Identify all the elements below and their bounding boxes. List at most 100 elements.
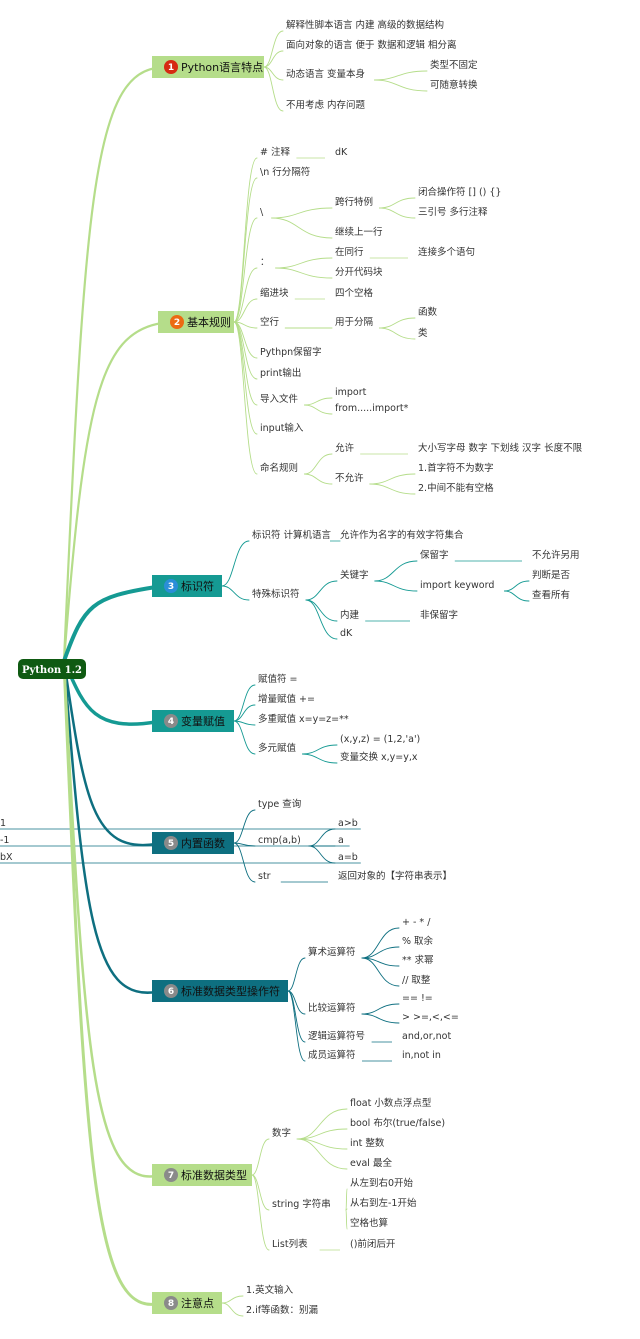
branch-2-item-3-1-2-label[interactable]: 三引号 多行注释 <box>418 206 488 218</box>
branch-3-item-2-1-2-1-label[interactable]: 判断是否 <box>532 569 571 581</box>
branch-2-item-9-1-label[interactable]: import <box>335 387 367 398</box>
branch-3-item-2-1-1-label[interactable]: 保留字 <box>420 549 449 561</box>
branch-4-item-4-1-label[interactable]: (x,y,z) = (1,2,'a') <box>340 734 420 745</box>
branch-2-item-11-2-2-label[interactable]: 2.中间不能有空格 <box>418 482 494 494</box>
branch-6-item-2-1-label[interactable]: == != <box>402 993 433 1004</box>
branch-5-item-2-2-label[interactable]: a <box>338 835 344 846</box>
branch-5-item-2-3-label[interactable]: a=b <box>338 852 358 863</box>
branch-3-main-connector <box>62 585 158 663</box>
branch-2-item-9-2-label[interactable]: from.....import* <box>335 403 409 414</box>
branch-6-item-1-1-label[interactable]: + - * / <box>402 917 431 928</box>
branch-3-item-2-1-label[interactable]: 关键字 <box>340 569 369 581</box>
branch-2-item-9-label[interactable]: 导入文件 <box>260 393 299 405</box>
branch-7-item-1-4-label[interactable]: eval 最全 <box>350 1157 392 1169</box>
branch-1-item-2-label[interactable]: 面向对象的语言 便于 数据和逻辑 相分离 <box>286 39 457 51</box>
branch-6-item-4-1-label[interactable]: in,not in <box>402 1050 441 1061</box>
branch-2-item-2-label[interactable]: \n 行分隔符 <box>260 166 310 178</box>
branch-5-item-2-1-1-label[interactable]: 1 <box>0 818 6 829</box>
branch-2-item-6-1-label[interactable]: 用于分隔 <box>335 317 374 328</box>
branch-7-item-1-2-label[interactable]: bool 布尔(true/false) <box>350 1117 445 1129</box>
branch-7-item-2-3-label[interactable]: 空格也算 <box>350 1217 388 1229</box>
branch-3-item-1-label[interactable]: 标识符 计算机语言 <box>252 529 332 541</box>
branch-7-box[interactable] <box>152 1164 252 1186</box>
branch-3-number-badge <box>164 579 178 593</box>
branch-1-item-3-label[interactable]: 动态语言 变量本身 <box>286 68 365 80</box>
branch-7-item-2-2-label[interactable]: 从右到左-1开始 <box>350 1197 417 1209</box>
branch-3-item-2-2-1-label[interactable]: 非保留字 <box>420 609 458 621</box>
branch-2-item-10-label[interactable]: input输入 <box>260 422 304 434</box>
branch-6-item-2-label[interactable]: 比较运算符 <box>308 1002 356 1014</box>
branch-2-item-4-label[interactable]: ： <box>260 257 270 268</box>
branch-1-item-3-1-label[interactable]: 类型不固定 <box>430 59 478 71</box>
branch-2-item-11-2-label[interactable]: 不允许 <box>335 472 364 484</box>
branch-7-item-1-1-label[interactable]: float 小数点浮点型 <box>350 1097 432 1109</box>
branch-7-item-3-1-label[interactable]: ()前闭后开 <box>350 1238 396 1250</box>
branch-2-item-8-label[interactable]: print输出 <box>260 367 301 379</box>
branch-4-item-3-label[interactable]: 多重赋值 x=y=z=** <box>258 713 349 725</box>
branch-2-item-4-1-1-label[interactable]: 连接多个语句 <box>418 246 475 258</box>
branch-5-item-1-label[interactable]: type 查询 <box>258 798 301 810</box>
branch-2-item-11-1-1-label[interactable]: 大小写字母 数字 下划线 汉字 长度不限 <box>418 442 583 454</box>
branch-5-item-2-label[interactable]: cmp(a,b) <box>258 835 301 846</box>
branch-6-item-3-label[interactable]: 逻辑运算符号 <box>308 1030 365 1042</box>
branch-1-item-3-2-label[interactable]: 可随意转换 <box>430 79 478 91</box>
branch-6-item-4-label[interactable]: 成员运算符 <box>308 1049 356 1061</box>
branch-6-box[interactable] <box>152 980 288 1002</box>
branch-2-item-11-2-1-label[interactable]: 1.首字符不为数字 <box>418 462 494 474</box>
branch-2-item-6-1-1-label[interactable]: 函数 <box>418 306 438 318</box>
branch-3-item-2-label[interactable]: 特殊标识符 <box>252 588 300 600</box>
branch-6-item-2-2-label[interactable]: > >=,<,<= <box>402 1012 459 1023</box>
branch-1-item-1-label[interactable]: 解释性脚本语言 内建 高级的数据结构 <box>286 19 444 31</box>
root-node-box[interactable] <box>18 659 86 679</box>
branch-4-item-2-connector <box>233 704 256 722</box>
branch-4-number-badge <box>164 714 178 728</box>
branch-3-item-2-2-label[interactable]: 内建 <box>340 609 360 621</box>
branch-4-item-4-2-label[interactable]: 变量交换 x,y=y,x <box>340 751 418 763</box>
branch-4-item-4-label[interactable]: 多元赋值 <box>258 742 297 754</box>
branch-2-item-3-1-1-label[interactable]: 闭合操作符 [] () {} <box>418 186 501 198</box>
branch-2-item-6-1-2-label[interactable]: 类 <box>418 327 428 339</box>
branch-2-item-3-2-label[interactable]: 继续上一行 <box>335 226 383 238</box>
branch-7-item-3-label[interactable]: List列表 <box>272 1238 308 1250</box>
branch-8-number-badge <box>164 1296 178 1310</box>
branch-2-item-6-label[interactable]: 空行 <box>260 316 280 328</box>
branch-3-item-2-1-1-1-label[interactable]: 不允许另用 <box>532 549 580 561</box>
branch-6-item-1-4-label[interactable]: // 取整 <box>402 974 431 986</box>
branch-3-item-2-3-label[interactable]: dK <box>340 628 353 639</box>
branch-2-item-3-1-label[interactable]: 跨行特例 <box>335 196 373 208</box>
branch-3-item-2-1-2-label[interactable]: import keyword <box>420 580 494 591</box>
branch-2-item-7-label[interactable]: Pythpn保留字 <box>260 346 322 358</box>
branch-2-item-4-2-label[interactable]: 分开代码块 <box>335 266 383 278</box>
branch-2-item-3-label[interactable]: \ <box>260 207 264 218</box>
branch-5-item-2-3-1-label[interactable]: bX <box>0 852 13 863</box>
branch-2-item-1-1-label[interactable]: dK <box>335 147 348 158</box>
branch-6-item-1-3-label[interactable]: ** 求幂 <box>402 954 434 966</box>
branch-8-item-1-label[interactable]: 1.英文输入 <box>246 1284 294 1296</box>
branch-1-box[interactable] <box>152 56 264 78</box>
branch-7-item-1-3-label[interactable]: int 整数 <box>350 1137 385 1149</box>
branch-3-item-2-1-2-2-label[interactable]: 查看所有 <box>532 589 570 601</box>
branch-7-item-2-label[interactable]: string 字符串 <box>272 1198 331 1210</box>
branch-2-item-5-1-label[interactable]: 四个空格 <box>335 287 374 299</box>
branch-5-item-2-1-label[interactable]: a>b <box>338 818 358 829</box>
branch-5-item-2-2-1-label[interactable]: -1 <box>0 835 9 846</box>
branch-1-item-4-label[interactable]: 不用考虑 内存问题 <box>286 99 366 111</box>
branch-2-item-4-1-label[interactable]: 在同行 <box>335 246 364 258</box>
branch-3-item-1-1-label[interactable]: 允许作为名字的有效字符集合 <box>340 529 464 541</box>
branch-6-item-1-label[interactable]: 算术运算符 <box>308 946 356 958</box>
branch-3-item-2-3-connector <box>305 599 338 640</box>
branch-4-item-2-label[interactable]: 增量赋值 += <box>258 693 315 705</box>
branch-6-item-3-1-label[interactable]: and,or,not <box>402 1031 451 1042</box>
branch-5-item-3-label[interactable]: str <box>258 871 271 882</box>
branch-8-item-2-label[interactable]: 2.if等函数：别漏 <box>246 1304 318 1316</box>
branch-2-item-11-1-label[interactable]: 允许 <box>335 442 355 454</box>
branch-5-item-2-3-connector <box>308 845 336 864</box>
branch-4-item-1-label[interactable]: 赋值符 = <box>258 673 297 685</box>
branch-6-item-1-2-label[interactable]: % 取余 <box>402 935 434 947</box>
branch-7-item-2-1-label[interactable]: 从左到右0开始 <box>350 1177 414 1189</box>
branch-7-item-1-label[interactable]: 数字 <box>272 1127 291 1139</box>
branch-2-item-1-label[interactable]: # 注释 <box>260 146 290 158</box>
branch-2-item-5-label[interactable]: 缩进块 <box>260 287 289 299</box>
branch-2-item-11-label[interactable]: 命名规则 <box>260 462 298 474</box>
branch-5-item-3-1-label[interactable]: 返回对象的【字符串表示】 <box>338 870 452 882</box>
